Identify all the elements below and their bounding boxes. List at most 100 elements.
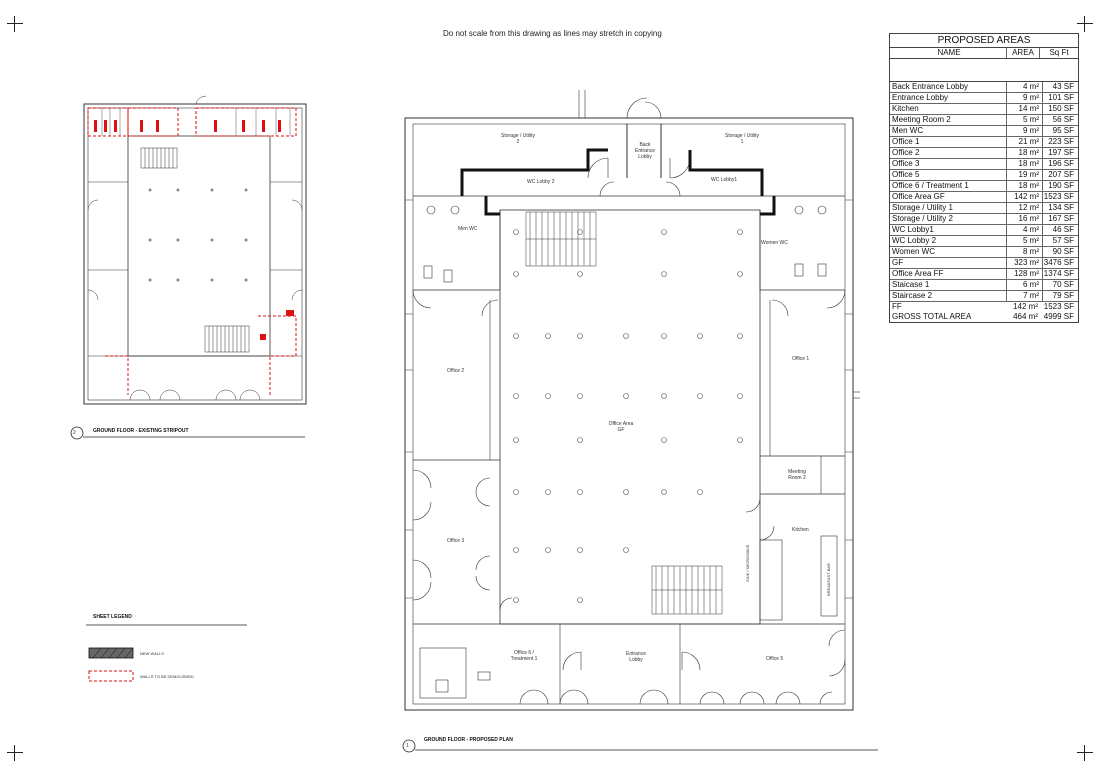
room-label-office-1: Office 1 <box>792 356 810 362</box>
cell-area: 8 m² <box>1007 247 1043 257</box>
column-header-area: AREA <box>1007 48 1040 58</box>
cell-sqft: 196 SF <box>1048 159 1074 168</box>
kitchen-breakfast-bar-label: BREAKFAST BAR <box>826 563 831 596</box>
registration-mark <box>7 16 23 32</box>
cell-area: 128 m² <box>1007 269 1043 279</box>
view-marker-2 <box>70 426 84 440</box>
proposed-view-number: 1 <box>406 743 409 749</box>
cell-sqft: 56 SF <box>1052 115 1074 124</box>
cell-area: 5 m² <box>1007 115 1043 125</box>
cell-sqft: 190 SF <box>1048 181 1074 190</box>
cell-area: 5 m² <box>1007 236 1043 246</box>
sheet-legend-title: SHEET LEGEND <box>93 614 132 620</box>
cell-area: 7 m² <box>1007 291 1043 301</box>
table-spacer <box>890 59 1078 82</box>
cell-name: Kitchen <box>890 104 1007 114</box>
cell-name: Office 5 <box>890 170 1007 180</box>
cell-name: Entrance Lobby <box>890 93 1007 103</box>
cell-name: WC Lobby1 <box>890 225 1007 235</box>
column-header-name: NAME <box>890 48 1007 58</box>
cell-sqft: 207 SF <box>1048 170 1074 179</box>
cell-name: Office Area GF <box>890 192 1007 202</box>
office-area-gf-outline <box>499 209 761 625</box>
cell-area: 14 m² <box>1007 104 1043 114</box>
room-label-entrance-lobby: Entrance Lobby <box>625 651 646 663</box>
cell-name: Staicase 1 <box>890 280 1007 290</box>
room-label-wc-lobby-2: WC Lobby 2 <box>527 179 555 185</box>
cell-sqft: 197 SF <box>1048 148 1074 157</box>
cell-name: Meeting Room 2 <box>890 115 1007 125</box>
cell-sqft: 46 SF <box>1052 225 1074 234</box>
legend-new-walls-swatch <box>88 647 134 659</box>
ff-total-name: FF <box>892 302 902 311</box>
room-label-storage-2: Storage / Utility 2 <box>501 133 535 145</box>
gf-total-area: 323 m² <box>1007 258 1043 268</box>
room-label-men-wc: Men WC <box>458 226 478 232</box>
cell-name: Women WC <box>890 247 1007 257</box>
existing-plan-caption: GROUND FLOOR - EXISTING STRIPOUT <box>93 428 189 434</box>
scale-warning-note: Do not scale from this drawing as lines … <box>443 29 662 38</box>
existing-view-number: 2 <box>73 430 76 436</box>
cell-area: 9 m² <box>1007 93 1043 103</box>
legend-demolished-label: WALLS TO BE DEMOLISHED <box>140 674 194 679</box>
cell-name: Storage / Utility 1 <box>890 203 1007 213</box>
room-label-office-3: Office 3 <box>447 538 465 544</box>
gf-total-sqft: 3476 SF <box>1043 258 1074 267</box>
room-label-office-6: Office 6 / Treatment 1 <box>510 650 538 662</box>
cell-sqft: 134 SF <box>1048 203 1074 212</box>
proposed-outer-wall <box>404 117 854 711</box>
room-label-storage-1: Storage / Utility 1 <box>725 133 759 145</box>
cell-sqft: 79 SF <box>1052 291 1074 300</box>
legend-demolished-swatch <box>88 670 134 682</box>
cell-sqft: 57 SF <box>1052 236 1074 245</box>
column-header-sqft: Sq Ft <box>1049 48 1069 57</box>
room-label-office-2: Office 2 <box>447 368 465 374</box>
cell-area: 19 m² <box>1007 170 1043 180</box>
cell-name: Office 1 <box>890 137 1007 147</box>
cell-sqft: 150 SF <box>1048 104 1074 113</box>
cell-area: 18 m² <box>1007 181 1043 191</box>
cell-area: 12 m² <box>1007 203 1043 213</box>
room-label-wc-lobby-1: WC Lobby1 <box>711 177 738 183</box>
ff-total-area: 142 m² <box>1013 302 1038 311</box>
registration-mark <box>1077 745 1093 761</box>
cell-area: 6 m² <box>1007 280 1043 290</box>
gross-total-row: GROSS TOTAL AREA 464 m² 4999 SF <box>890 312 1078 322</box>
proposed-areas-table: PROPOSED AREAS NAME AREA Sq Ft Back Entr… <box>889 33 1079 323</box>
cell-sqft: 95 SF <box>1052 126 1074 135</box>
registration-mark <box>7 745 23 761</box>
registration-mark <box>1077 16 1093 32</box>
cell-area: 9 m² <box>1007 126 1043 136</box>
gross-total-sqft: 4999 SF <box>1043 312 1074 321</box>
cell-name: Office Area FF <box>890 269 1007 279</box>
cell-name: Office 3 <box>890 159 1007 169</box>
cell-sqft: 1374 SF <box>1043 269 1074 278</box>
room-label-kitchen: Kitchen <box>792 527 809 533</box>
cell-area: 18 m² <box>1007 148 1043 158</box>
cell-area: 18 m² <box>1007 159 1043 169</box>
view-marker-1 <box>402 739 416 753</box>
areas-table-header: NAME AREA Sq Ft <box>890 48 1078 59</box>
cell-area: 4 m² <box>1007 82 1043 92</box>
cell-sqft: 70 SF <box>1052 280 1074 289</box>
room-label-office-5: Office 5 <box>766 656 784 662</box>
ff-total-sqft: 1523 SF <box>1043 302 1074 311</box>
cell-area: 142 m² <box>1007 192 1043 202</box>
